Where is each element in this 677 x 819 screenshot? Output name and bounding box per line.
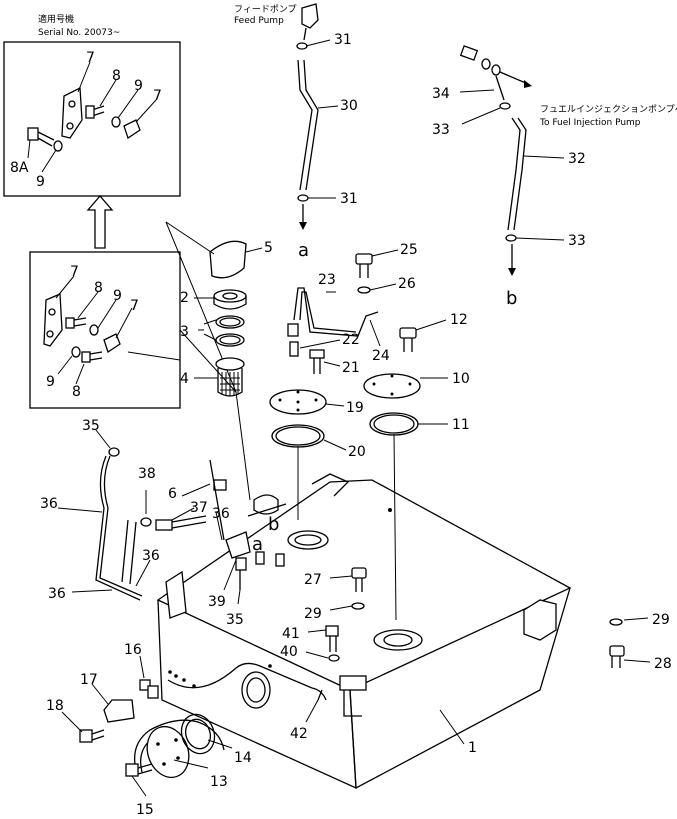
inset-callout-line-2: [179, 329, 251, 501]
right-fasteners: 27 29 41 40 42 29 28: [280, 567, 672, 742]
label-5: 5: [264, 240, 273, 256]
label-6: 6: [168, 486, 177, 502]
drain-assembly: 16 17 18 13 14 15: [46, 642, 252, 818]
label-8-lower-a: 8: [94, 280, 103, 296]
label-2: 2: [180, 290, 189, 306]
label-36-left: 36: [40, 496, 58, 512]
label-8a: 8A: [10, 160, 29, 176]
label-26: 26: [398, 276, 416, 292]
label-18: 18: [46, 698, 64, 714]
connection-b-tank: b: [268, 514, 279, 535]
label-12: 12: [450, 312, 468, 328]
label-8-upper: 8: [112, 68, 121, 84]
label-38: 38: [138, 466, 156, 482]
gauge-assembly: 25 26 23 24 22 21 19 20: [269, 242, 418, 520]
label-31-bottom: 31: [340, 191, 358, 207]
label-35-bottom: 35: [226, 612, 244, 628]
label-34: 34: [432, 86, 450, 102]
label-31-top: 31: [334, 32, 352, 48]
label-16: 16: [124, 642, 142, 658]
label-14: 14: [234, 750, 252, 766]
serial-number-label: Serial No. 20073~: [38, 28, 120, 38]
label-19: 19: [346, 400, 364, 416]
label-7-lower-a: 7: [70, 264, 79, 280]
label-22: 22: [342, 332, 360, 348]
label-41: 41: [282, 626, 300, 642]
feed-pump-en-note: Feed Pump: [234, 16, 284, 26]
inset-box-upper: 7 8 9 7 8A 9: [3, 41, 181, 197]
connection-a-top: a: [298, 240, 309, 261]
label-7-upper-a: 7: [86, 50, 95, 66]
label-36-mid: 36: [142, 548, 160, 564]
label-9-upper-b: 9: [36, 174, 45, 190]
label-1: 1: [468, 740, 477, 756]
label-36-bottom: 36: [48, 586, 66, 602]
inset-box-lower: 7 8 9 7 9 8: [29, 251, 181, 409]
label-28: 28: [654, 656, 672, 672]
label-9-lower-a: 9: [113, 288, 122, 304]
label-35-top: 35: [82, 418, 100, 434]
injection-pump-pipe: フュエルインジェクションポンプへ To Fuel Injection Pump …: [432, 45, 677, 309]
label-4: 4: [180, 371, 189, 387]
label-9-lower-b: 9: [46, 374, 55, 390]
label-7-lower-b: 7: [130, 298, 139, 314]
label-23: 23: [318, 272, 336, 288]
inset-callout-line: [127, 351, 181, 361]
label-17: 17: [80, 672, 98, 688]
label-13: 13: [210, 774, 228, 790]
label-15: 15: [136, 802, 154, 818]
label-29-right: 29: [652, 612, 670, 628]
harness-clamp-region: 35 36 38 6 37 36 36 36 39 35: [40, 418, 285, 628]
label-29-mid: 29: [304, 606, 322, 622]
label-30: 30: [340, 98, 358, 114]
label-9-upper-a: 9: [134, 78, 143, 94]
label-7-upper-b: 7: [153, 88, 162, 104]
label-21: 21: [342, 360, 360, 376]
feed-pump-pipe: フィードポンプ Feed Pump 31 30 31 a: [234, 3, 358, 261]
label-8-lower-b: 8: [72, 384, 81, 400]
label-42: 42: [290, 726, 308, 742]
injection-en-note: To Fuel Injection Pump: [539, 118, 641, 128]
label-3: 3: [180, 324, 189, 340]
filler-cap-stack: 5 2 3 4: [165, 221, 273, 397]
label-39: 39: [208, 594, 226, 610]
serial-applies-label: 適用号機: [38, 13, 74, 25]
inset-transition-arrow: [86, 195, 114, 249]
label-11: 11: [452, 417, 470, 433]
label-27: 27: [304, 572, 322, 588]
label-36-top: 36: [212, 506, 230, 522]
label-32: 32: [568, 151, 586, 167]
label-40: 40: [280, 644, 298, 660]
label-10: 10: [452, 371, 470, 387]
label-33-top: 33: [432, 122, 450, 138]
fuel-tank: 1 b a: [156, 473, 572, 790]
label-33-bottom: 33: [568, 233, 586, 249]
injection-jp-note: フュエルインジェクションポンプへ: [540, 104, 677, 115]
cover-plate-assembly: 12 10 11: [363, 312, 470, 621]
label-37: 37: [190, 500, 208, 516]
label-25: 25: [400, 242, 418, 258]
connection-b-top: b: [506, 288, 517, 309]
label-24: 24: [372, 348, 390, 364]
connection-a-tank: a: [252, 534, 263, 555]
label-20: 20: [348, 444, 366, 460]
feed-pump-jp-note: フィードポンプ: [234, 4, 297, 15]
